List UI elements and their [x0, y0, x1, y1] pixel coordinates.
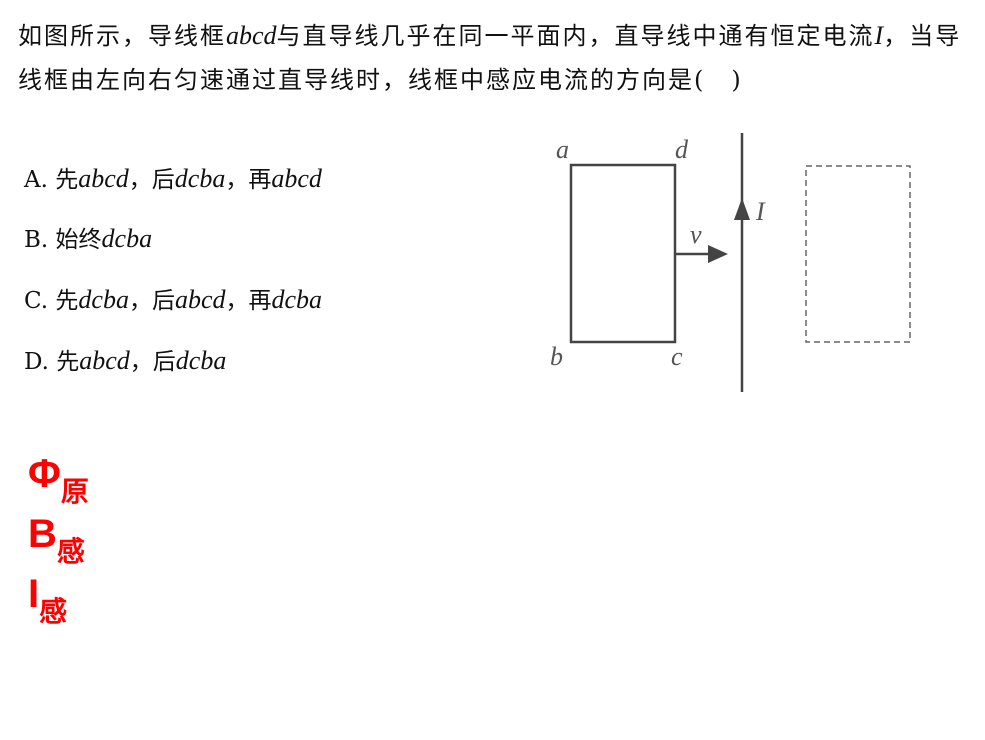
- note-flux-original: Φ原: [28, 452, 89, 508]
- current-arrow-icon: [734, 198, 750, 220]
- option-c[interactable]: C. 先dcba，后abcd，再dcba: [24, 285, 323, 314]
- label-c: c: [671, 342, 683, 371]
- velocity-arrow-head-icon: [708, 245, 728, 263]
- frame-final-position: [805, 165, 911, 343]
- option-b[interactable]: B. 始终dcba: [24, 224, 153, 253]
- label-b: b: [550, 342, 563, 371]
- option-d[interactable]: D. 先abcd，后dcba: [24, 346, 227, 375]
- label-d: d: [675, 135, 689, 164]
- label-v: v: [690, 220, 702, 249]
- label-current: I: [755, 197, 766, 226]
- label-a: a: [556, 135, 569, 164]
- option-a[interactable]: A. 先abcd，后dcba，再abcd: [24, 164, 322, 193]
- note-i-induced: I感: [28, 572, 68, 628]
- wire-frame: [569, 163, 677, 344]
- diagram: a d b c v I: [550, 133, 911, 392]
- note-b-induced: B感: [28, 512, 85, 568]
- question-text: 如图所示，导线框abcd与直导线几乎在同一平面内，直导线中通有恒定电流I，当导线…: [18, 21, 962, 94]
